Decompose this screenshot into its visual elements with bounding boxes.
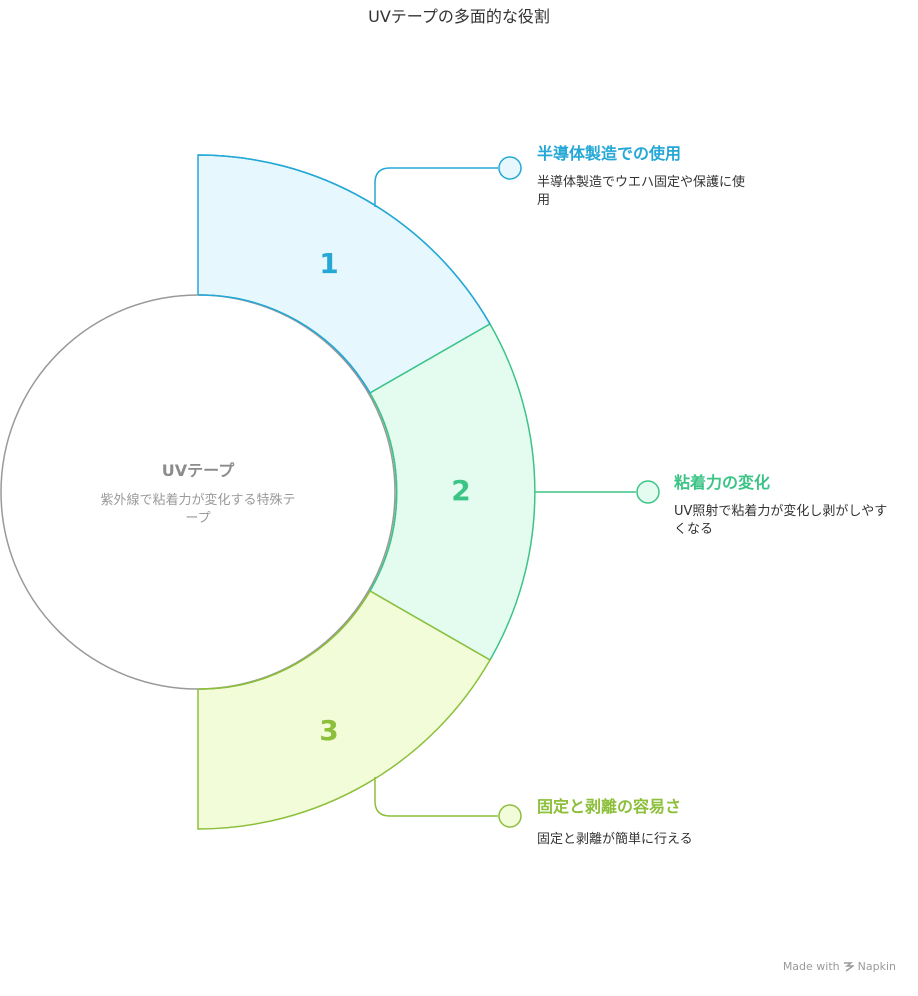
center-title: UVテープ	[161, 461, 235, 480]
segment-3-number: 3	[319, 714, 339, 747]
connector-3-dot	[498, 804, 522, 828]
segment-1-outer-arc	[197, 154, 491, 325]
segment-1-number: 1	[319, 247, 339, 280]
segment-1-inner-arc	[197, 294, 371, 394]
segment-2-number: 2	[451, 474, 471, 507]
connector-1-dot	[498, 156, 522, 180]
napkin-logo-icon	[844, 962, 856, 972]
segment-2-inner-arc	[369, 392, 398, 592]
segment-3-inner-arc	[197, 590, 371, 690]
segment-2-description: UV照射で粘着力が変化し剥がしやすくなる	[674, 504, 888, 537]
center-description: 紫外線で粘着力が変化する特殊テープ	[100, 493, 296, 526]
footer-brand[interactable]: Napkin	[857, 960, 896, 973]
connector-2-dot	[636, 480, 660, 504]
connector-3-line	[374, 777, 498, 817]
segment-3-title: 固定と剥離の容易さ	[537, 797, 682, 816]
diagram-title: UVテープの多面的な役割	[368, 7, 550, 26]
segment-3-description: 固定と剥離が簡単に行える	[537, 832, 693, 847]
connector-1-line	[374, 167, 498, 207]
footer-credit: Made with Napkin	[783, 960, 896, 973]
segment-1-title: 半導体製造での使用	[537, 144, 682, 163]
segment-1-description: 半導体製造でウエハ固定や保護に使用	[537, 175, 746, 208]
footer-made-with: Made with	[782, 960, 840, 973]
segment-2-title: 粘着力の変化	[674, 473, 771, 492]
